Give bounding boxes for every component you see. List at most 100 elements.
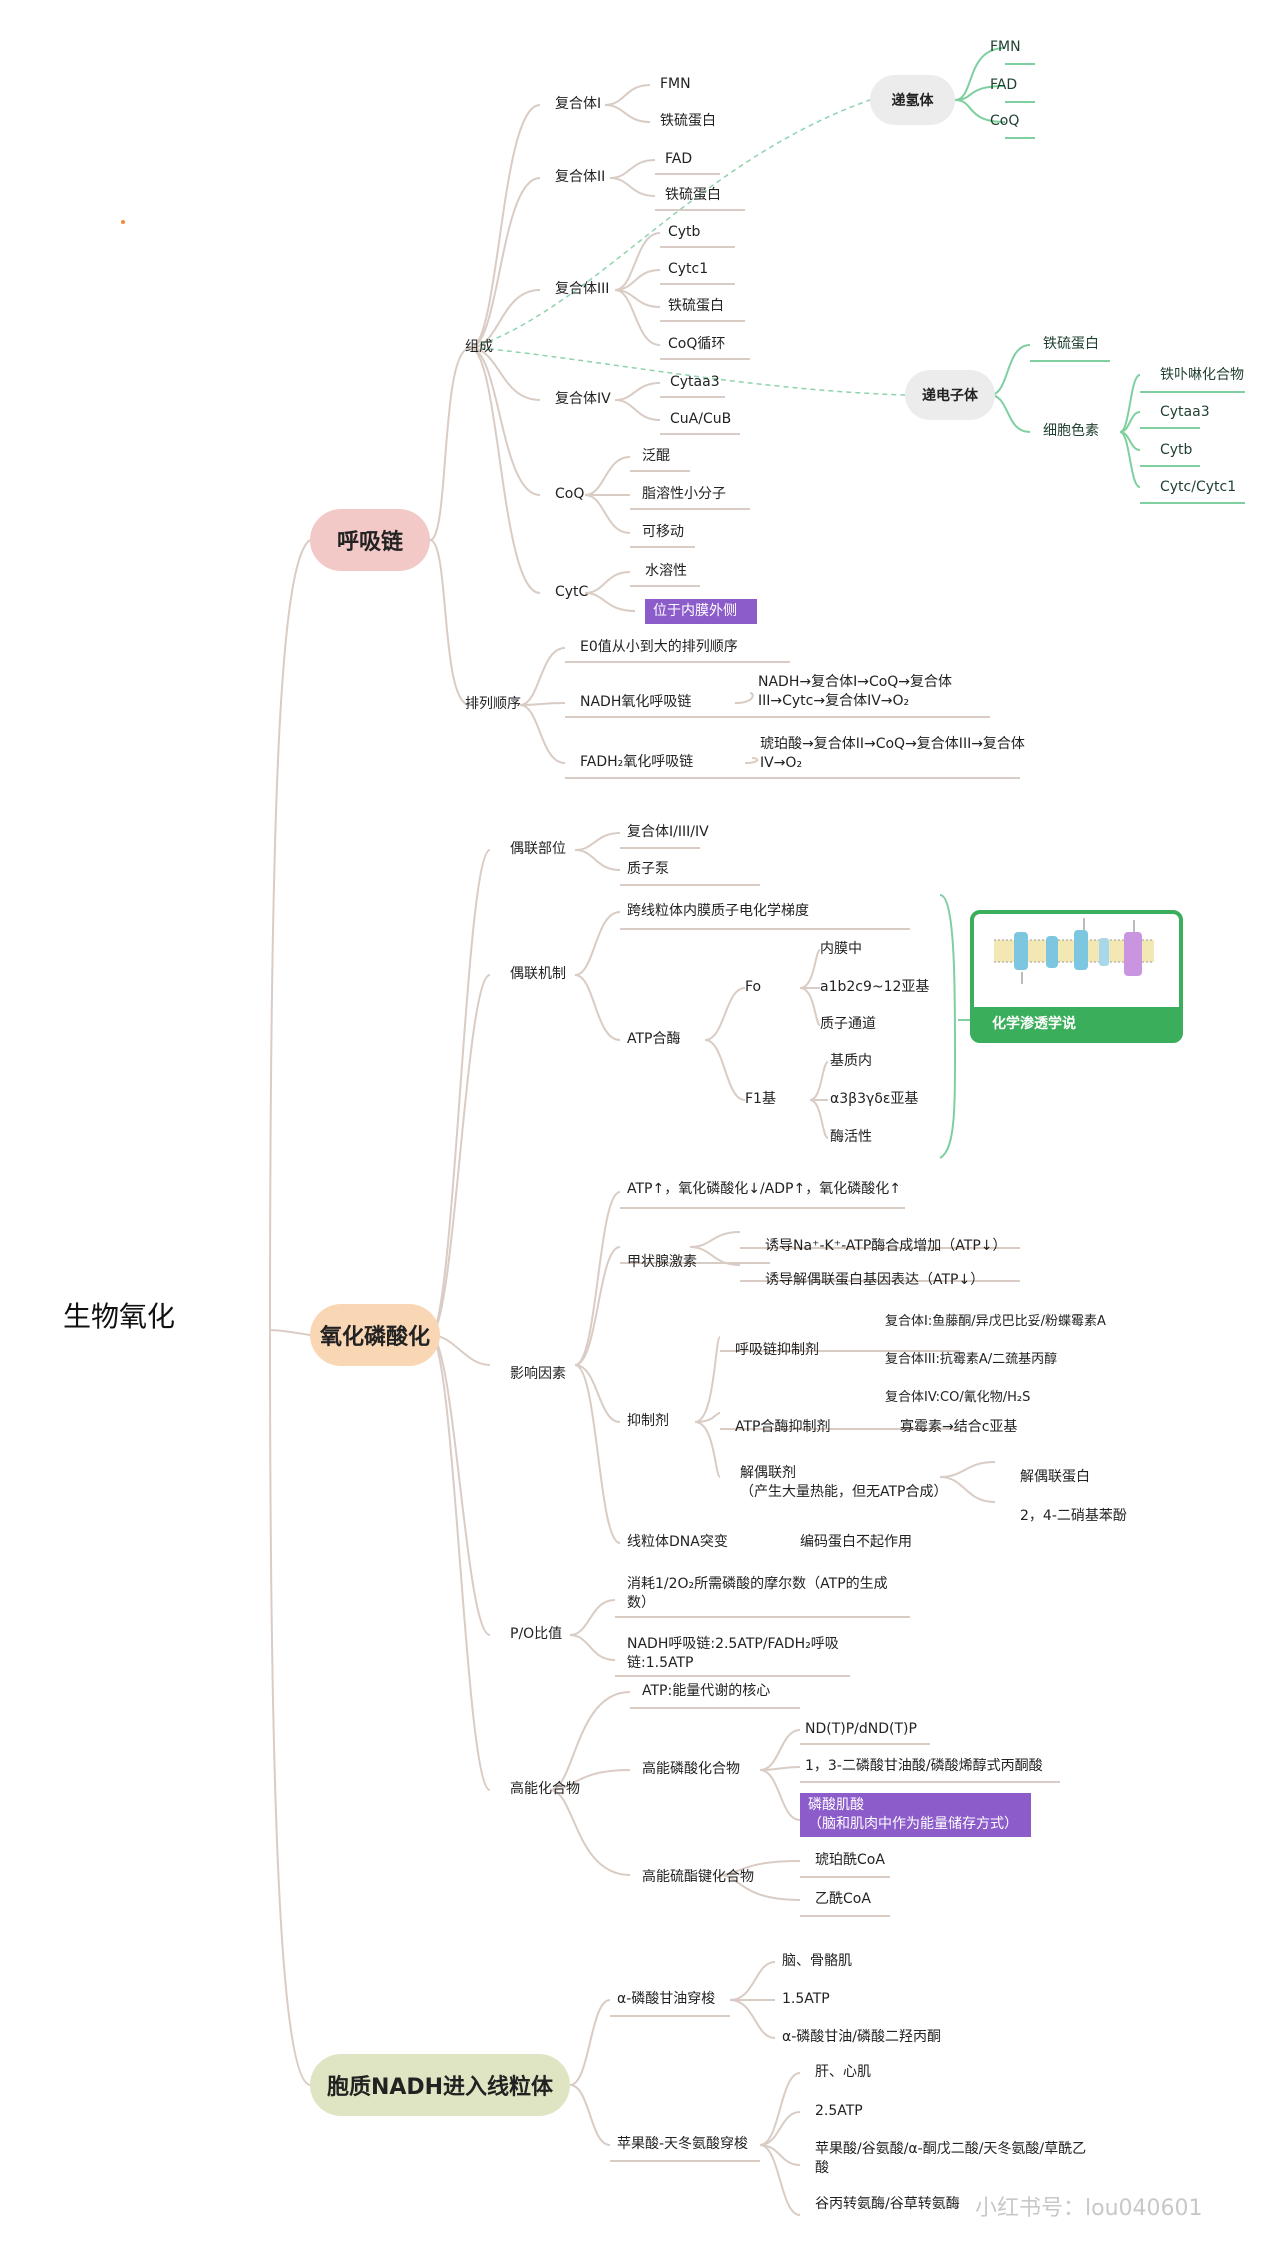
node-complex-1: 复合体I — [555, 96, 602, 112]
node-cytc: CytC — [555, 584, 589, 600]
node-glycerol-phosphate-shuttle: α-磷酸甘油穿梭 — [617, 1991, 716, 2007]
node-mtdna-mutation: 线粒体DNA突变 — [627, 1534, 728, 1550]
creatine-note: （脑和肌肉中作为能量储存方式） — [808, 1816, 1018, 1832]
leaf: 水溶性 — [645, 563, 687, 579]
leaf: FAD — [665, 151, 693, 167]
leaf: Cytb — [668, 224, 701, 240]
chemiosmotic-figure: 化学渗透学说 — [970, 910, 1183, 1043]
leaf: 乙酰CoA — [815, 1891, 871, 1907]
leaf: 诱导Na⁺-K⁺-ATP酶合成增加（ATP↓） — [765, 1238, 1007, 1254]
leaf: CoQ — [990, 113, 1020, 129]
leaf: 铁硫蛋白 — [1043, 336, 1099, 352]
node-electron-carrier[interactable]: 递电子体 — [905, 370, 995, 420]
leaf: 复合体IV:CO/氰化物/H₂S — [885, 1390, 1031, 1405]
node-hydrogen-carrier[interactable]: 递氢体 — [870, 75, 955, 125]
leaf: 复合体I:鱼藤酮/异戊巴比妥/粉蝶霉素A — [885, 1314, 1106, 1329]
leaf: 铁硫蛋白 — [660, 113, 716, 129]
leaf: 脑、骨骼肌 — [782, 1953, 852, 1969]
highlight-creatine-phosphate: 磷酸肌酸 （脑和肌肉中作为能量储存方式） — [800, 1793, 1031, 1837]
leaf: Cytc1 — [668, 261, 709, 277]
node-coupling-site: 偶联部位 — [510, 841, 566, 857]
node-fadh2-chain: FADH₂氧化呼吸链 — [580, 754, 694, 770]
leaf: CoQ循环 — [668, 336, 726, 352]
leaf: 跨线粒体内膜质子电化学梯度 — [627, 903, 809, 919]
leaf: 质子通道 — [820, 1016, 876, 1032]
node-influencing-factors: 影响因素 — [510, 1366, 566, 1382]
node-coupling-mechanism: 偶联机制 — [510, 966, 566, 982]
node-fo: Fo — [745, 979, 762, 995]
leaf: FMN — [660, 76, 691, 92]
leaf: 铁卟啉化合物 — [1160, 367, 1244, 383]
leaf: Cytc/Cytc1 — [1160, 479, 1237, 495]
leaf: Cytb — [1160, 442, 1193, 458]
node-uncoupler-note: （产生大量热能，但无ATP合成） — [740, 1484, 948, 1500]
leaf: CuA/CuB — [670, 411, 732, 427]
node-composition: 组成 — [465, 339, 493, 355]
leaf: 质子泵 — [627, 861, 669, 877]
leaf: 可移动 — [642, 524, 684, 540]
leaf: Cytaa3 — [1160, 404, 1210, 420]
leaf: ND(T)P/dND(T)P — [805, 1721, 917, 1737]
branch-respiratory-chain[interactable]: 呼吸链 — [310, 509, 430, 571]
node-respiratory-inhibitor: 呼吸链抑制剂 — [735, 1342, 819, 1358]
leaf: 脂溶性小分子 — [642, 486, 726, 502]
node-uncoupler: 解偶联剂 — [740, 1465, 796, 1481]
leaf: 编码蛋白不起作用 — [800, 1534, 912, 1550]
leaf: 诱导解偶联蛋白基因表达（ATP↓） — [765, 1272, 985, 1288]
node-atp-synthase: ATP合酶 — [627, 1031, 681, 1047]
node-thioester: 高能硫酯键化合物 — [642, 1869, 754, 1885]
leaf: 铁硫蛋白 — [668, 298, 724, 314]
node-nadh-chain: NADH氧化呼吸链 — [580, 694, 692, 710]
node-arrangement-order: 排列顺序 — [465, 696, 521, 712]
leaf: FAD — [990, 77, 1018, 93]
leaf: 铁硫蛋白 — [665, 187, 721, 203]
node-atp-synthase-inhibitor: ATP合酶抑制剂 — [735, 1419, 831, 1435]
highlight-inner-membrane-outside: 位于内膜外侧 — [645, 599, 757, 624]
leaf: α-磷酸甘油/磷酸二羟丙酮 — [782, 2029, 941, 2045]
node-high-energy-phosphate: 高能磷酸化合物 — [642, 1761, 740, 1777]
node-malate-aspartate-shuttle: 苹果酸-天冬氨酸穿梭 — [617, 2136, 749, 2152]
leaf: 消耗1/2O₂所需磷酸的摩尔数（ATP的生成数） — [627, 1576, 888, 1611]
leaf: Cytaa3 — [670, 374, 720, 390]
leaf: 内膜中 — [820, 941, 862, 957]
leaf: 1.5ATP — [782, 1991, 830, 2007]
node-inhibitor: 抑制剂 — [627, 1413, 669, 1429]
leaf: NADH呼吸链:2.5ATP/FADH₂呼吸链:1.5ATP — [627, 1636, 839, 1671]
node-po-ratio: P/O比值 — [510, 1626, 563, 1642]
leaf: 解偶联蛋白 — [1020, 1469, 1090, 1485]
leaf: ATP↑，氧化磷酸化↓/ADP↑，氧化磷酸化↑ — [627, 1181, 901, 1197]
leaf: 琥珀酸→复合体II→CoQ→复合体III→复合体IV→O₂ — [760, 736, 1025, 771]
creatine-label: 磷酸肌酸 — [808, 1797, 864, 1813]
leaf: E0值从小到大的排列顺序 — [580, 639, 738, 655]
theory-label: 化学渗透学说 — [974, 1007, 1179, 1039]
leaf: 苹果酸/谷氨酸/α-酮戊二酸/天冬氨酸/草酰乙酸 — [815, 2141, 1087, 2176]
node-high-energy-compounds: 高能化合物 — [510, 1781, 580, 1797]
leaf: FMN — [990, 39, 1021, 55]
leaf: 复合体III:抗霉素A/二巯基丙醇 — [885, 1352, 1058, 1367]
branch-oxidative-phosphorylation[interactable]: 氧化磷酸化 — [310, 1304, 440, 1366]
leaf: 谷丙转氨酶/谷草转氨酶 — [815, 2196, 960, 2212]
node-complex-4: 复合体IV — [555, 391, 611, 407]
leaf: 寡霉素→结合c亚基 — [900, 1419, 1018, 1435]
leaf: 琥珀酰CoA — [815, 1852, 885, 1868]
leaf: 泛醌 — [642, 448, 670, 464]
leaf: 1，3-二磷酸甘油酸/磷酸烯醇式丙酮酸 — [805, 1758, 1043, 1774]
branch-cytosolic-nadh[interactable]: 胞质NADH进入线粒体 — [310, 2054, 570, 2116]
node-thyroid-hormone: 甲状腺激素 — [627, 1254, 697, 1270]
node-cytochrome: 细胞色素 — [1043, 423, 1099, 439]
node-coq: CoQ — [555, 486, 585, 502]
node-complex-3: 复合体III — [555, 281, 610, 297]
leaf: 2，4-二硝基苯酚 — [1020, 1508, 1127, 1524]
leaf: ATP:能量代谢的核心 — [642, 1683, 771, 1699]
root-topic: 生物氧化 — [63, 1300, 176, 1333]
leaf: a1b2c9~12亚基 — [820, 979, 930, 995]
node-f1: F1基 — [745, 1091, 776, 1107]
node-complex-2: 复合体II — [555, 169, 606, 185]
leaf: α3β3γδε亚基 — [830, 1091, 919, 1107]
leaf: 酶活性 — [830, 1129, 872, 1145]
leaf: NADH→复合体I→CoQ→复合体III→Cytc→复合体IV→O₂ — [758, 674, 953, 709]
membrane-illustration — [994, 918, 1154, 984]
leaf: 2.5ATP — [815, 2103, 863, 2119]
leaf: 复合体I/III/IV — [627, 824, 709, 840]
